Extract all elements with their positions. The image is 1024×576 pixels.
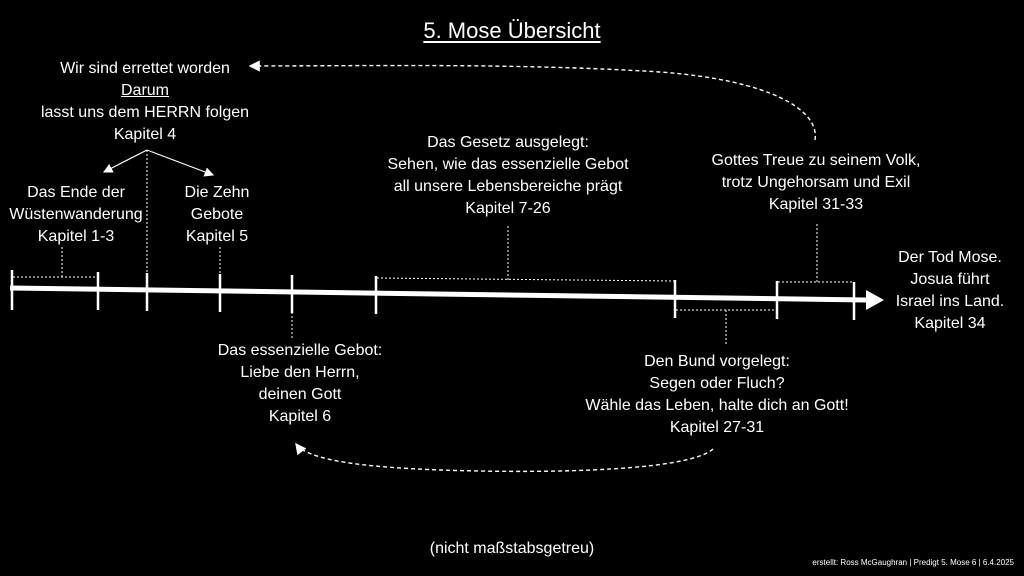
tod-line2: Josua führt [910,271,990,288]
bund-line3: Wähle das Leben, halte dich an Gott! [585,397,849,414]
zehn-line3: Kapitel 5 [185,228,249,245]
scale-note: (nicht maßstabsgetreu) [429,540,595,557]
timeline-ticks [10,270,856,320]
block-gebot: Das essenzielle Gebot: Liebe den Herrn, … [200,340,400,428]
block-treue: Gottes Treue zu seinem Volk, trotz Ungeh… [690,150,942,216]
block-gesetz: Das Gesetz ausgelegt: Sehen, wie das ess… [368,132,648,220]
errettet-line1: Wir sind errettet worden [60,60,230,77]
gesetz-line2: Sehen, wie das essenzielle Gebot [387,156,629,173]
dotted-brackets [13,150,853,344]
zehn-line1: Die Zehn [184,184,250,201]
ende-line1: Das Ende der [27,184,125,201]
block-zehn: Die Zehn Gebote Kapitel 5 [172,182,262,248]
bracket-ch31-33 [778,222,853,283]
bund-line4: Kapitel 27-31 [669,419,765,436]
errettet-line4: Kapitel 4 [113,126,177,143]
block-bund: Den Bund vorgelegt: Segen oder Fluch? Wä… [558,351,876,439]
chapter4-arrows [102,149,215,177]
ende-line2: Wüstenwanderung [9,206,143,223]
bracket-ch27-31 [676,309,776,344]
treue-line1: Gottes Treue zu seinem Volk, [711,152,921,169]
curve-treue-to-errettet [248,60,816,141]
zehn-line2: Gebote [190,206,244,223]
tod-line3: Israel ins Land. [895,293,1005,310]
timeline-axis [9,285,867,303]
tod-line1: Der Tod Mose. [898,249,1002,266]
errettet-line2: Darum [120,82,169,99]
gebot-line2: Liebe den Herrn, [240,364,360,381]
gesetz-line4: Kapitel 7-26 [465,200,551,217]
bracket-ch7-26 [376,225,675,282]
timeline-arrowhead [866,290,884,310]
page-title: 5. Mose Übersicht [423,18,601,43]
treue-line3: Kapitel 31-33 [768,196,864,213]
block-errettet: Wir sind errettet worden Darum lasst uns… [30,58,260,146]
ende-line3: Kapitel 1-3 [37,228,115,245]
credit-line: erstellt: Ross McGaughran | Predigt 5. M… [812,558,1014,567]
errettet-line3: lasst uns dem HERRN folgen [40,104,250,121]
gesetz-line3: all unsere Lebensbereiche prägt [393,178,623,195]
dashed-curves [248,60,816,473]
gebot-line4: Kapitel 6 [268,408,332,425]
bracket-ch1-3 [13,247,97,278]
curve-bund-to-gebot [295,442,714,473]
block-tod: Der Tod Mose. Josua führt Israel ins Lan… [885,247,1015,335]
arrow-to-zehn [146,149,215,177]
bund-line2: Segen oder Fluch? [649,375,785,392]
treue-line2: trotz Ungehorsam und Exil [721,174,911,191]
gebot-line1: Das essenzielle Gebot: [217,342,383,359]
block-ende: Das Ende der Wüstenwanderung Kapitel 1-3 [0,182,152,248]
gesetz-line1: Das Gesetz ausgelegt: [427,134,589,151]
tod-line4: Kapitel 34 [914,315,986,332]
gebot-line3: deinen Gott [258,386,342,403]
bund-line1: Den Bund vorgelegt: [644,353,790,370]
arrow-to-ende [102,149,148,173]
